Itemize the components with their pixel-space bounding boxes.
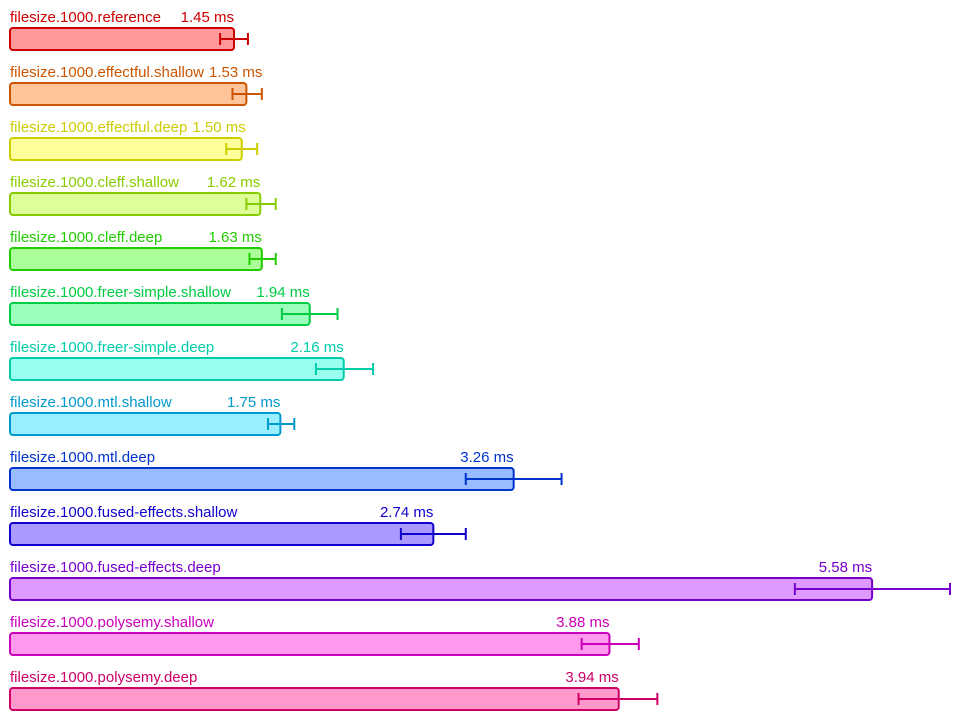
bar — [9, 467, 515, 491]
bar-row: filesize.1000.effectful.shallow 1.53 ms — [9, 64, 263, 106]
bar-row: filesize.1000.mtl.deep 3.26 ms — [9, 449, 563, 491]
value-label: 5.58 ms — [819, 559, 872, 576]
bar-label: filesize.1000.reference — [10, 9, 161, 26]
bar-label: filesize.1000.effectful.shallow — [10, 64, 204, 81]
value-label: 1.75 ms — [227, 394, 280, 411]
bar-label: filesize.1000.polysemy.shallow — [10, 614, 214, 631]
value-label: 3.94 ms — [565, 669, 618, 686]
bar-row: filesize.1000.effectful.deep 1.50 ms — [9, 119, 259, 161]
bar — [9, 522, 435, 546]
bar-label: filesize.1000.mtl.deep — [10, 449, 155, 466]
bar-label: filesize.1000.fused-effects.deep — [10, 559, 221, 576]
bar-label: filesize.1000.mtl.shallow — [10, 394, 172, 411]
value-label: 1.62 ms — [207, 174, 260, 191]
bar-label: filesize.1000.cleff.shallow — [10, 174, 179, 191]
bar — [9, 82, 248, 106]
bar-row: filesize.1000.cleff.shallow 1.62 ms — [9, 174, 277, 216]
bar-label: filesize.1000.effectful.deep — [10, 119, 187, 136]
value-label: 1.94 ms — [256, 284, 309, 301]
bar-row: filesize.1000.fused-effects.deep 5.58 ms — [9, 559, 951, 601]
bar-label: filesize.1000.freer-simple.shallow — [10, 284, 231, 301]
bar — [9, 27, 236, 51]
bar — [9, 302, 311, 326]
bar — [9, 247, 263, 271]
bar-row: filesize.1000.freer-simple.deep 2.16 ms — [9, 339, 375, 381]
value-label: 1.53 ms — [209, 64, 262, 81]
value-label: 2.16 ms — [290, 339, 343, 356]
value-label: 1.45 ms — [181, 9, 234, 26]
bar-row: filesize.1000.freer-simple.shallow 1.94 m… — [9, 284, 339, 326]
value-label: 3.26 ms — [460, 449, 513, 466]
bar — [9, 137, 243, 161]
bar — [9, 632, 611, 656]
bar-row: filesize.1000.cleff.deep 1.63 ms — [9, 229, 277, 271]
bar-row: filesize.1000.mtl.shallow 1.75 ms — [9, 394, 296, 436]
bar-row: filesize.1000.polysemy.deep 3.94 ms — [9, 669, 659, 711]
value-label: 1.50 ms — [192, 119, 245, 136]
value-label: 3.88 ms — [556, 614, 609, 631]
bar-label: filesize.1000.fused-effects.shallow — [10, 504, 238, 521]
bar — [9, 577, 874, 601]
bar — [9, 412, 282, 436]
bar-label: filesize.1000.freer-simple.deep — [10, 339, 214, 356]
bar-label: filesize.1000.cleff.deep — [10, 229, 162, 246]
bar-row: filesize.1000.polysemy.shallow 3.88 ms — [9, 614, 640, 656]
bar — [9, 357, 345, 381]
bar-row: filesize.1000.reference 1.45 ms — [9, 9, 249, 51]
bar — [9, 192, 262, 216]
bar-row: filesize.1000.fused-effects.shallow 2.74 … — [9, 504, 467, 546]
bar-label: filesize.1000.polysemy.deep — [10, 669, 197, 686]
bar — [9, 687, 620, 711]
value-label: 1.63 ms — [208, 229, 261, 246]
value-label: 2.74 ms — [380, 504, 433, 521]
